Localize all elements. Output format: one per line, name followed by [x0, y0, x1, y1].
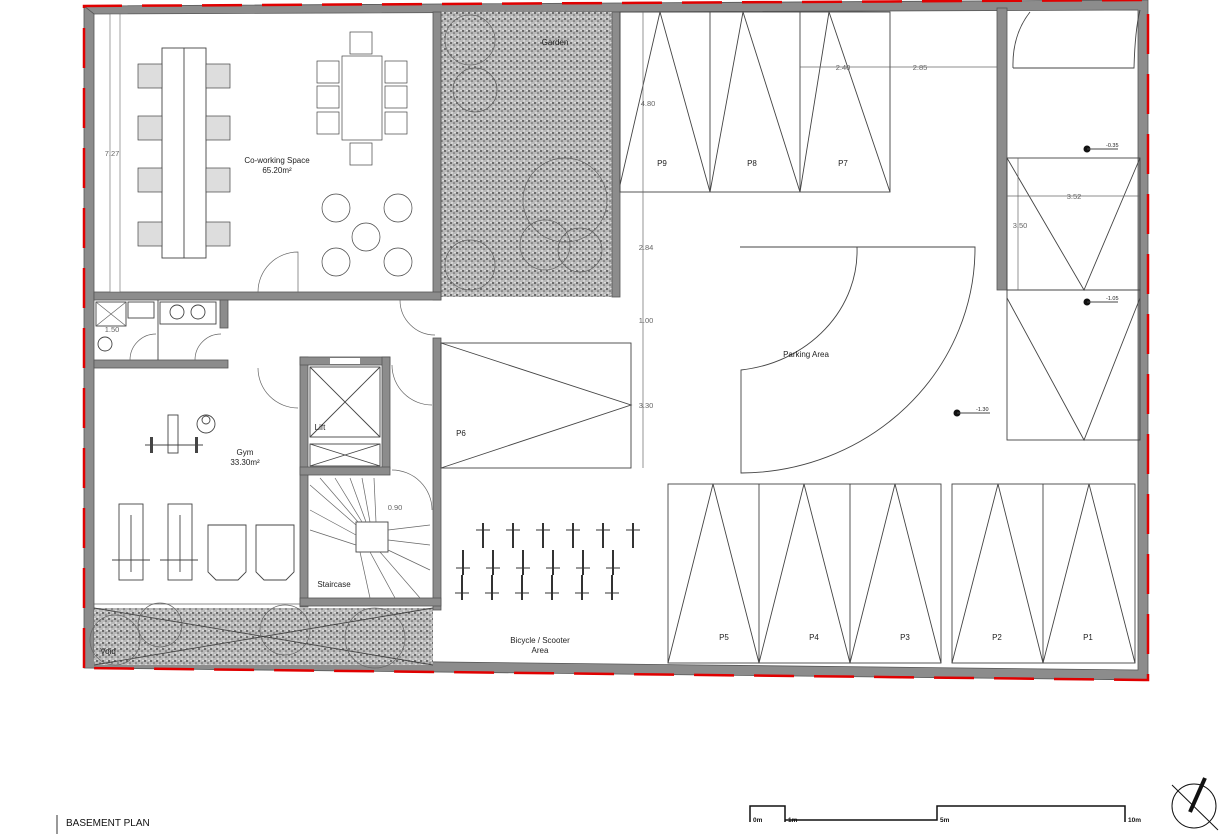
dim-1-50: 1.50	[105, 325, 120, 334]
bicycle-icon	[485, 575, 499, 600]
scale-1m: 1m	[788, 817, 798, 824]
bicycle-icon	[566, 523, 580, 548]
garden-label: Garden	[542, 38, 569, 47]
bicycle-icon	[545, 575, 559, 600]
level-minus-0-35: -0.35	[1106, 143, 1119, 149]
lift-label: Lift	[315, 423, 326, 432]
bicycle-area	[455, 523, 640, 600]
bicycle-icon	[626, 523, 640, 548]
bay-p8: P8	[747, 159, 757, 168]
scale-bar: 0m 1m 5m 10m	[749, 805, 1141, 824]
bay-p7: P7	[838, 159, 848, 168]
dim-3-52: 3.52	[1067, 192, 1082, 201]
dim-1-00: 1.00	[639, 316, 654, 325]
bicycle-area-label-2: Area	[532, 646, 549, 655]
bicycle-icon	[486, 550, 500, 575]
dim-2-40: 2.40	[836, 63, 851, 72]
bicycle-icon	[455, 575, 469, 600]
bicycle-area-label: Bicycle / Scooter	[510, 636, 570, 645]
coworking-label: Co-working Space	[244, 156, 310, 165]
bicycle-icon	[456, 550, 470, 575]
bicycle-icon	[536, 523, 550, 548]
bicycle-icon	[596, 523, 610, 548]
dim-3-50: 3.50	[1013, 221, 1028, 230]
gym-label: Gym	[237, 448, 254, 457]
gym-area: 33.30m²	[230, 458, 260, 467]
bay-p2: P2	[992, 633, 1002, 642]
bicycle-icon	[515, 575, 529, 600]
bay-p1: P1	[1083, 633, 1093, 642]
parking-ramp: Parking Area -1.30	[740, 246, 990, 474]
bay-p6: P6	[456, 429, 466, 438]
bay-p4: P4	[809, 633, 819, 642]
void-label: Void	[100, 647, 116, 656]
level-minus-1-30: -1.30	[976, 407, 989, 413]
parking-bays-top: P9 P8 P7 2.40 2.85 4.80 2.84 1.00 3.30	[619, 11, 997, 468]
dim-7-27: 7.27	[105, 149, 120, 158]
dim-3-30: 3.30	[639, 401, 654, 410]
plan-title: BASEMENT PLAN	[66, 818, 150, 829]
north-arrow-icon	[1171, 777, 1219, 831]
gym-equipment: Gym 33.30m²	[94, 367, 300, 605]
scale-10m: 10m	[1128, 817, 1141, 824]
level-minus-1-05: -1.05	[1106, 296, 1119, 302]
lift-stair-core: Lift Staircase 0.90	[309, 299, 436, 599]
bicycle-icon	[506, 523, 520, 548]
scale-5m: 5m	[940, 817, 950, 824]
dim-2-84: 2.84	[639, 243, 654, 252]
bicycle-icon	[605, 575, 619, 600]
bicycle-icon	[546, 550, 560, 575]
coworking-furniture: Co-working Space 65.20m² 7.27	[105, 31, 413, 293]
garden: Garden	[441, 12, 612, 297]
bicycle-icon	[606, 550, 620, 575]
scale-0m: 0m	[753, 817, 763, 824]
bicycle-icon	[516, 550, 530, 575]
interior-walls	[93, 7, 1008, 611]
bathroom: 1.50	[95, 300, 222, 361]
outer-walls	[82, 0, 1150, 682]
bicycle-icon	[575, 575, 589, 600]
bicycle-icon	[576, 550, 590, 575]
bay-p6-group: P6	[440, 342, 633, 469]
staircase-label: Staircase	[317, 580, 351, 589]
void: Void	[89, 602, 434, 669]
dim-0-90: 0.90	[388, 503, 403, 512]
dim-2-85: 2.85	[913, 63, 928, 72]
parking-area-label: Parking Area	[783, 350, 829, 359]
parking-bays-bottom: P5 P4 P3 P2 P1	[667, 483, 1136, 664]
bicycle-icon	[476, 523, 490, 548]
bay-p5: P5	[719, 633, 729, 642]
bay-p3: P3	[900, 633, 910, 642]
dim-4-80: 4.80	[641, 99, 656, 108]
coworking-area: 65.20m²	[262, 166, 292, 175]
parking-bays-right: 3.52 3.50 -0.35 -1.05	[1006, 9, 1141, 442]
bay-p9: P9	[657, 159, 667, 168]
